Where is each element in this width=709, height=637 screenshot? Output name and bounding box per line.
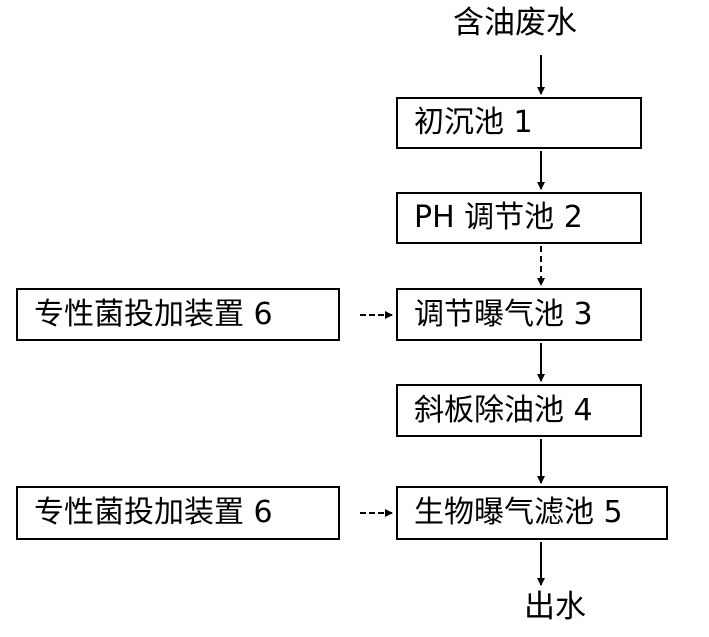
input-label: 含油废水: [453, 5, 577, 41]
process-box-aeration-adjustment: 调节曝气池 3: [396, 288, 642, 341]
process-box-inclined-plate-oil-removal: 斜板除油池 4: [396, 384, 642, 437]
process-box-ph-adjustment: PH 调节池 2: [396, 192, 642, 244]
side-box-bacteria-dosing-lower: 专性菌投加装置 6: [16, 486, 340, 540]
process-box-primary-sedimentation: 初沉池 1: [396, 97, 642, 149]
process-box-biological-aerated-filter: 生物曝气滤池 5: [396, 486, 668, 540]
side-box-bacteria-dosing-upper: 专性菌投加装置 6: [16, 288, 340, 341]
output-label: 出水: [524, 589, 586, 625]
